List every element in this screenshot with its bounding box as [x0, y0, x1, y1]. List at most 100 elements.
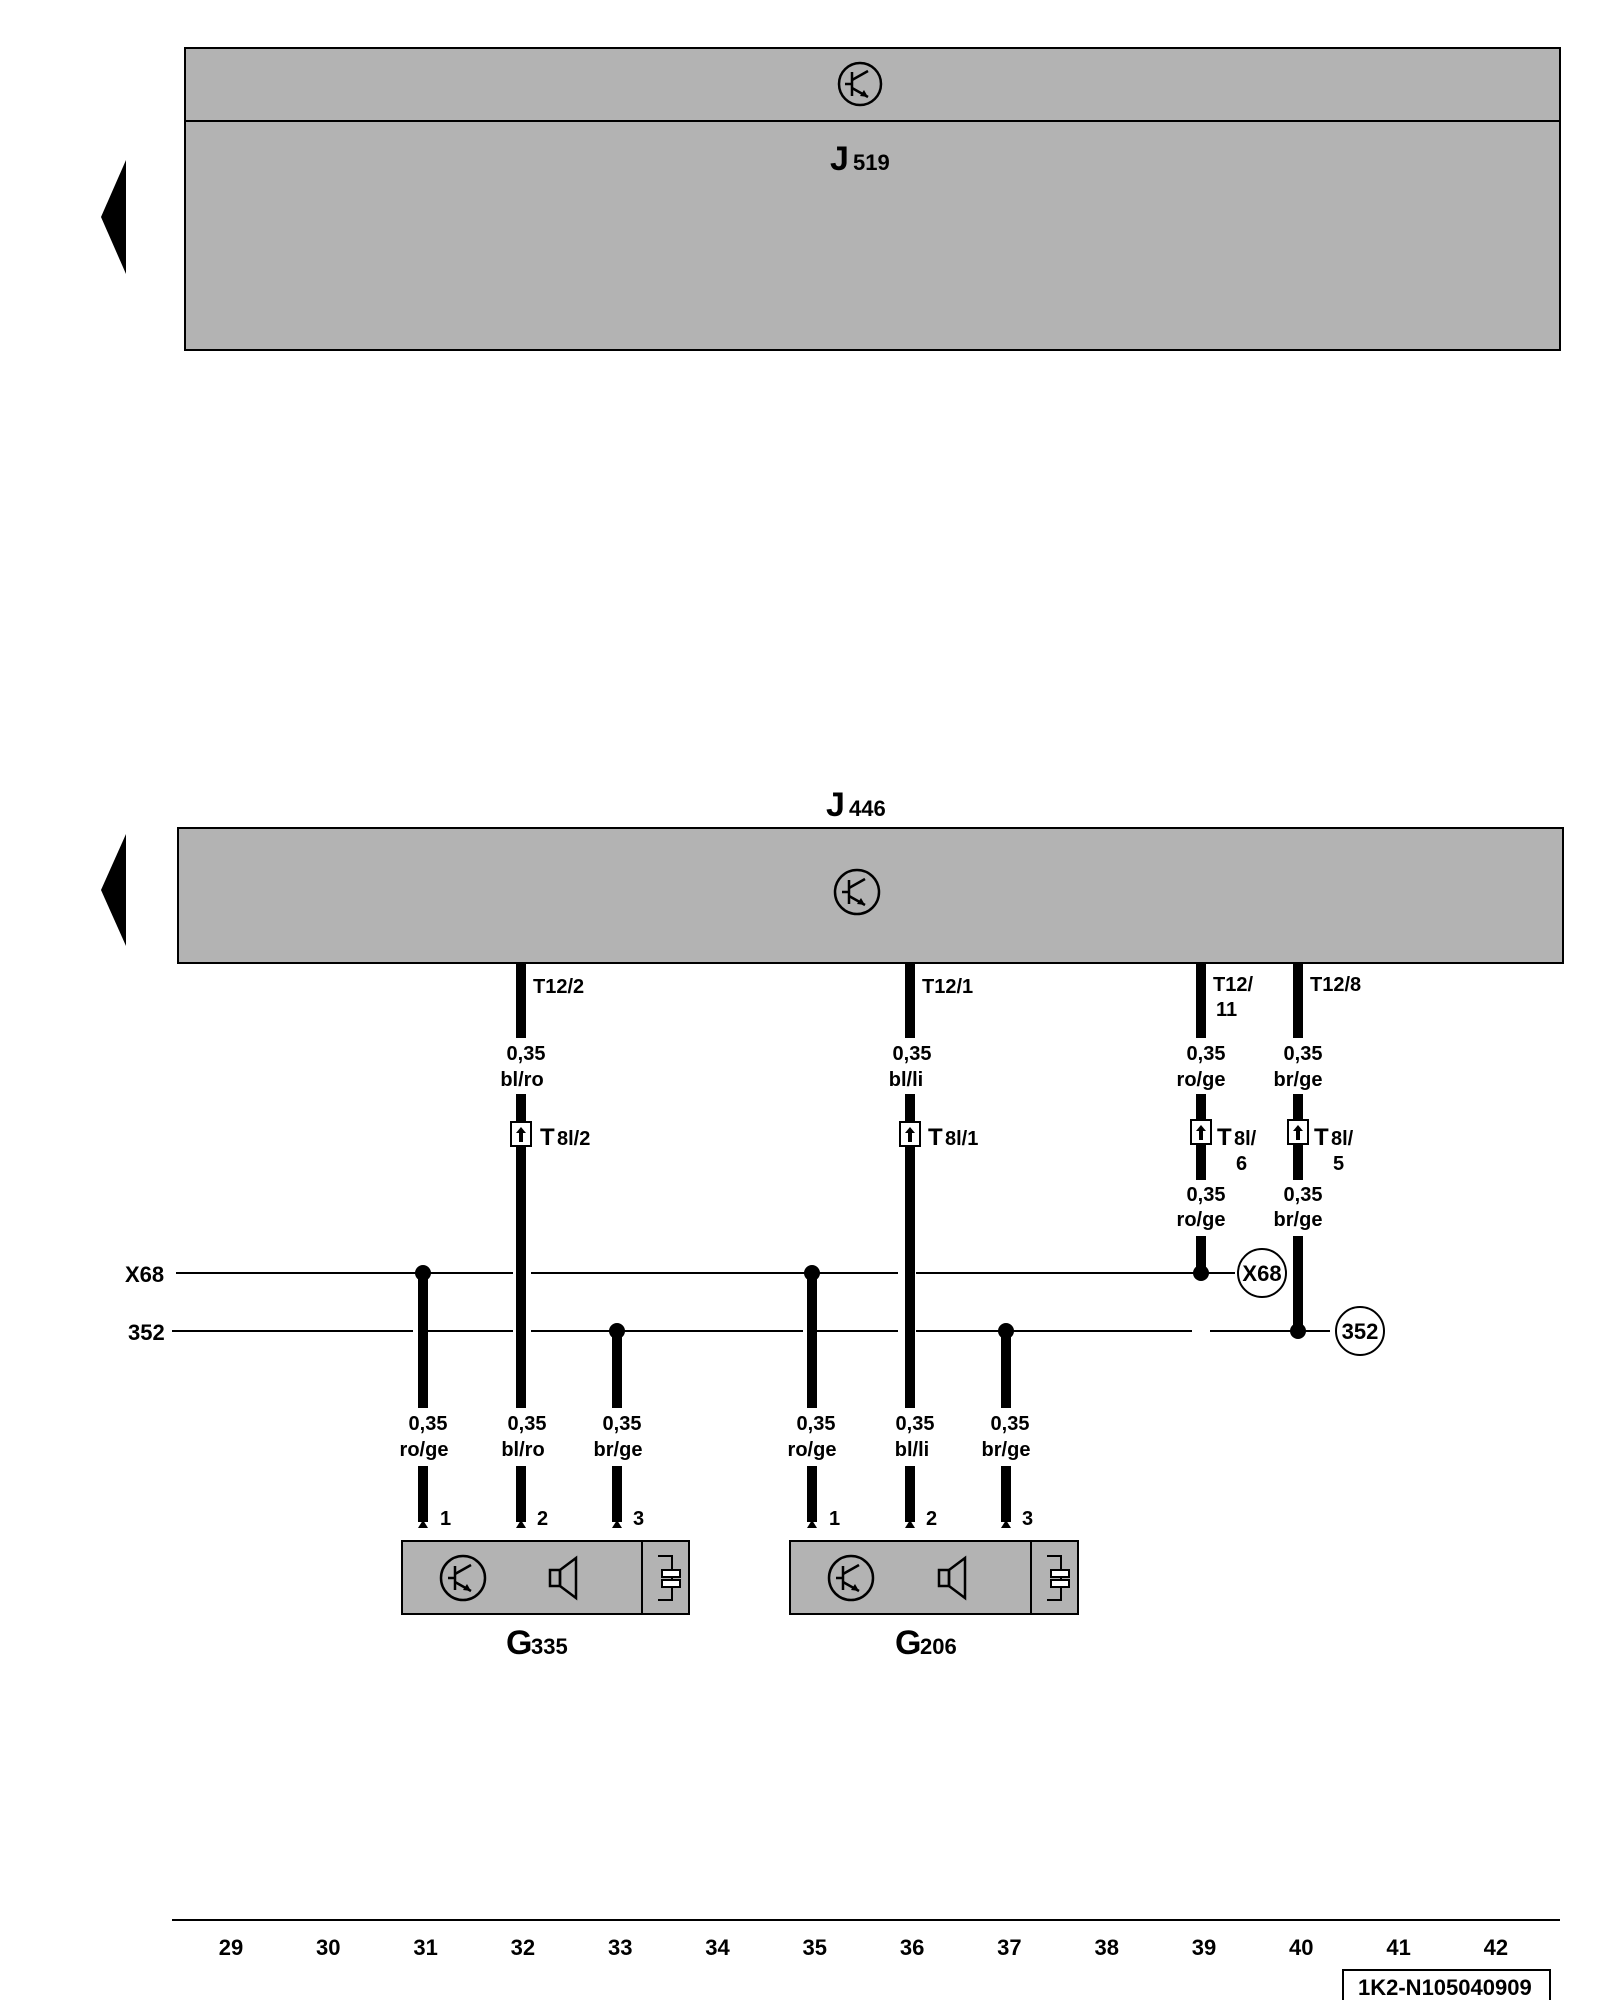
j519-label-number: 519	[853, 150, 890, 175]
ruler-number: 39	[1192, 1935, 1216, 1960]
pin-number: 1	[829, 1508, 840, 1530]
transistor-module-icon	[833, 868, 881, 916]
wire-size-label: 0,35	[603, 1413, 642, 1435]
wire-color-label-2: br/ge	[1274, 1209, 1323, 1231]
g335-sensor[interactable]: G 335	[401, 1540, 690, 1662]
wire-color-label: br/ge	[594, 1439, 643, 1461]
x68-marker[interactable]	[1237, 1248, 1287, 1298]
pin-label: T12/	[1213, 974, 1253, 996]
j446-control-unit: J 446	[177, 786, 1564, 964]
wire-color-label-2: ro/ge	[1177, 1209, 1226, 1231]
pin-number: 3	[633, 1508, 644, 1530]
connector-label: 8l/1	[945, 1128, 978, 1150]
g206-pins: 1 2 3	[807, 1508, 1033, 1530]
pin-label: T12/2	[533, 976, 584, 998]
pin-number: 1	[440, 1508, 451, 1530]
ruler-number: 33	[608, 1935, 632, 1960]
wire-size-label: 0,35	[409, 1413, 448, 1435]
g206-label-number: 206	[920, 1634, 957, 1659]
ruler-number: 31	[413, 1935, 437, 1960]
g335-label-number: 335	[531, 1634, 568, 1659]
j519-label-letter: J	[830, 140, 849, 178]
ruler-number: 41	[1386, 1935, 1410, 1960]
352-marker-label: 352	[1342, 1319, 1379, 1344]
g335-wire-labels: 0,35 ro/ge 0,35 bl/ro 0,35 br/ge	[395, 1408, 650, 1466]
wire-color-label: bl/ro	[500, 1069, 543, 1091]
pin-number: 2	[926, 1508, 937, 1530]
wire-color-label: ro/ge	[788, 1439, 837, 1461]
connector-label: 8l/	[1234, 1128, 1257, 1150]
pin-number: 2	[537, 1508, 548, 1530]
g335-pins: 1 2 3	[418, 1508, 644, 1530]
ruler-number: 35	[803, 1935, 827, 1960]
page-back-arrow-icon[interactable]	[101, 160, 126, 274]
connector-icon	[510, 1121, 532, 1147]
g335-label-letter: G	[506, 1624, 532, 1662]
connector-label: 8l/	[1331, 1128, 1354, 1150]
wire-size-label: 0,35	[896, 1413, 935, 1435]
wire-t12-11[interactable]: T12/ 11 0,35 ro/ge T 8l/ 6 0,35 ro/ge	[1172, 963, 1257, 1281]
speaker-icon	[937, 1555, 967, 1601]
wire-size-label: 0,35	[797, 1413, 836, 1435]
wire-size-label: 0,35	[1187, 1043, 1226, 1065]
ruler-number: 37	[997, 1935, 1021, 1960]
bus-352-label: 352	[128, 1320, 165, 1345]
wire-size-label-2: 0,35	[1187, 1184, 1226, 1206]
bus-x68: X68 X68	[125, 1248, 1287, 1298]
ruler-number: 30	[316, 1935, 340, 1960]
wire-color-label: bl/ro	[501, 1439, 544, 1461]
g206-sensor[interactable]: G 206	[789, 1540, 1079, 1662]
g206-wire-1[interactable]	[804, 1265, 820, 1522]
bus-x68-label: X68	[125, 1262, 164, 1287]
track-ruler: 29 30 31 32 33 34 35 36 37 38 39 40 41 42	[172, 1919, 1560, 1960]
wire-t12-8[interactable]: T12/8 0,35 br/ge T 8l/ 5 0,35 br/ge	[1268, 963, 1361, 1339]
352-marker[interactable]	[1335, 1306, 1385, 1356]
connector-letter: T	[928, 1124, 943, 1151]
connector-label: 8l/2	[557, 1128, 590, 1150]
wire-size-label: 0,35	[893, 1043, 932, 1065]
wire-color-label: bl/li	[889, 1069, 923, 1091]
piezo-element-icon	[658, 1555, 681, 1601]
ruler-number: 36	[900, 1935, 924, 1960]
wire-color-label: bl/li	[895, 1439, 929, 1461]
wire-size-label: 0,35	[507, 1043, 546, 1065]
transistor-module-icon	[837, 61, 883, 107]
wire-size-label-2: 0,35	[1284, 1184, 1323, 1206]
wire-t12-2[interactable]: T12/2 0,35 bl/ro T 8l/2	[500, 963, 590, 1522]
pin-label: T12/1	[922, 976, 973, 998]
g206-wire-labels: 0,35 ro/ge 0,35 bl/li 0,35 br/ge	[783, 1408, 1038, 1466]
bus-352: 352 352	[128, 1306, 1385, 1356]
pin-label-line2: 11	[1216, 999, 1237, 1021]
x68-marker-label: X68	[1242, 1261, 1281, 1286]
connector-icon	[1190, 1119, 1212, 1145]
ruler-number: 29	[219, 1935, 243, 1960]
wire-color-label: ro/ge	[400, 1439, 449, 1461]
g335-wire-1[interactable]	[415, 1265, 431, 1522]
wire-color-label: br/ge	[1274, 1069, 1323, 1091]
j446-label-letter: J	[826, 786, 845, 824]
wire-size-label: 0,35	[1284, 1043, 1323, 1065]
page-back-arrow-icon[interactable]	[101, 834, 126, 946]
wire-color-label: br/ge	[982, 1439, 1031, 1461]
speaker-icon	[548, 1555, 578, 1601]
wire-color-label: ro/ge	[1177, 1069, 1226, 1091]
ruler-number: 32	[511, 1935, 535, 1960]
document-id: 1K2-N105040909	[1358, 1975, 1532, 2000]
transistor-module-icon	[827, 1554, 875, 1602]
ruler-number: 38	[1094, 1935, 1118, 1960]
j446-label-number: 446	[849, 796, 886, 821]
ruler-number: 34	[705, 1935, 730, 1960]
connector-label-line2: 5	[1333, 1153, 1344, 1175]
ruler-number: 42	[1484, 1935, 1508, 1960]
transistor-module-icon	[439, 1554, 487, 1602]
wire-size-label: 0,35	[991, 1413, 1030, 1435]
connector-letter: T	[540, 1124, 555, 1151]
connector-label-line2: 6	[1236, 1153, 1247, 1175]
connector-icon	[1287, 1119, 1309, 1145]
ruler-numbers: 29 30 31 32 33 34 35 36 37 38 39 40 41 42	[219, 1935, 1508, 1960]
piezo-element-icon	[1047, 1555, 1070, 1601]
connector-letter: T	[1217, 1124, 1232, 1151]
ruler-number: 40	[1289, 1935, 1313, 1960]
